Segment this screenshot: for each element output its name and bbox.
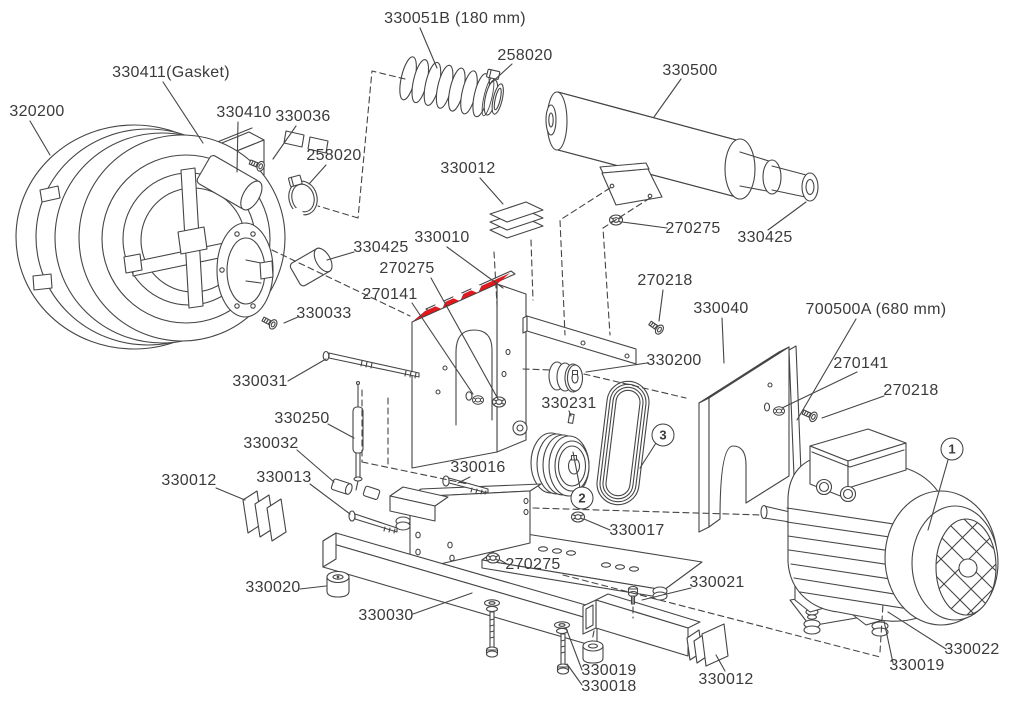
part-label-330031: 330031 — [232, 373, 288, 390]
motor-plate — [481, 532, 703, 601]
rubber-foot-mid — [582, 640, 604, 664]
screw-270218-mid — [646, 318, 666, 337]
foam-pad-left — [242, 490, 287, 542]
part-label-330032: 330032 — [243, 435, 299, 452]
intake-hose — [399, 56, 504, 118]
spacer-cylinder-left — [289, 247, 333, 287]
motor-shaft — [760, 504, 791, 523]
part-label-330012-top: 330012 — [440, 160, 496, 177]
part-label-330030: 330030 — [358, 607, 414, 624]
washer-nut-270141-right — [763, 402, 785, 416]
rubber-foot-left — [326, 570, 350, 598]
part-label-270141-r: 270141 — [833, 355, 889, 372]
part-label-330200: 330200 — [646, 352, 702, 369]
nut-270275-bottom — [485, 552, 501, 564]
part-label-330016: 330016 — [450, 459, 506, 476]
bolt-washer-set-1 — [483, 599, 501, 658]
part-label-330033: 330033 — [296, 305, 352, 322]
part-label-270141-mid: 270141 — [362, 286, 418, 303]
hex-bolt — [442, 475, 489, 495]
part-label-330012-left: 330012 — [161, 472, 217, 489]
part-label-330012-br: 330012 — [698, 671, 754, 688]
shaft-flange — [216, 222, 274, 318]
part-label-330013: 330013 — [256, 469, 312, 486]
part-label-330051B: 330051B (180 mm) — [384, 10, 526, 27]
part-label-270275-tr: 270275 — [665, 220, 721, 237]
blower-pulley — [548, 361, 584, 393]
screw-330033 — [260, 314, 280, 331]
hose-clamp-left — [288, 174, 318, 221]
square-tube — [582, 593, 701, 657]
part-label-330018: 330018 — [581, 678, 637, 695]
part-label-270218-mid: 270218 — [637, 272, 693, 289]
nut-330017 — [570, 511, 586, 523]
callout-3: 3 — [651, 423, 675, 447]
part-label-258020-top: 258020 — [497, 47, 553, 64]
part-label-330010: 330010 — [414, 229, 470, 246]
hose-clamp-top — [481, 68, 501, 117]
callout-1: 1 — [940, 437, 964, 461]
silencer — [545, 91, 819, 202]
threaded-rod — [322, 350, 420, 379]
part-label-700500A: 700500A (680 mm) — [805, 301, 947, 318]
silencer-bracket — [599, 162, 663, 206]
nut-270275-mid — [491, 396, 507, 408]
spacer-sleeves — [330, 478, 381, 500]
part-label-330036: 330036 — [275, 108, 331, 125]
channel-bracket — [409, 483, 542, 572]
part-label-330021: 330021 — [689, 574, 745, 591]
part-label-270218-r: 270218 — [883, 382, 939, 399]
blower-assembly — [15, 124, 333, 350]
part-label-330425-mid: 330425 — [353, 239, 409, 256]
gas-damper — [352, 380, 364, 491]
callout-2: 2 — [570, 486, 594, 510]
v-belt — [596, 380, 650, 506]
part-label-320200: 320200 — [9, 103, 65, 120]
part-label-330410: 330410 — [216, 104, 272, 121]
part-label-330231: 330231 — [541, 395, 597, 412]
base-frame — [322, 483, 729, 675]
blower-impeller — [123, 167, 244, 309]
part-label-330425-tr: 330425 — [737, 229, 793, 246]
edge-trim — [788, 345, 802, 477]
part-label-330020: 330020 — [245, 579, 301, 596]
assembly-axes — [271, 70, 884, 658]
washer-nut-270141-mid — [465, 391, 484, 405]
mount-block — [389, 486, 449, 531]
part-label-330019-r: 330019 — [889, 657, 945, 674]
motor-junction-box — [809, 428, 907, 503]
outlet-tube — [196, 155, 263, 211]
tube-end-caps — [686, 623, 729, 667]
motor — [760, 428, 999, 637]
drive-pulley — [530, 432, 590, 497]
bolt-washer-set-2 — [553, 621, 571, 675]
leader-lines — [29, 27, 949, 686]
part-label-270275-mid: 270275 — [379, 260, 435, 277]
part-label-330022: 330022 — [944, 641, 1000, 658]
foam-pad-top — [489, 201, 544, 239]
support-upright — [411, 270, 528, 469]
part-label-330019-b: 330019 — [581, 662, 637, 679]
part-label-330411: 330411(Gasket) — [112, 64, 230, 81]
part-label-330500: 330500 — [662, 62, 718, 79]
shaft-key — [567, 413, 575, 424]
belt-guard — [698, 346, 790, 533]
part-label-270275-b: 270275 — [505, 556, 561, 573]
part-label-330250: 330250 — [274, 410, 330, 427]
motor-fan-cover — [884, 490, 999, 626]
part-label-258020-left: 258020 — [306, 147, 362, 164]
long-screw — [348, 510, 398, 534]
cross-brace — [522, 315, 637, 365]
part-label-330017: 330017 — [609, 522, 665, 539]
part-label-330040: 330040 — [693, 300, 749, 317]
